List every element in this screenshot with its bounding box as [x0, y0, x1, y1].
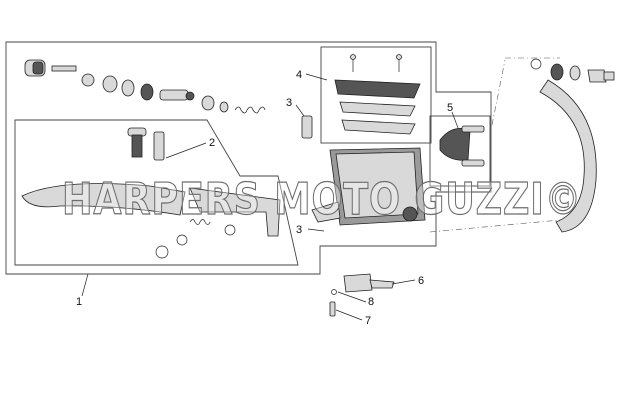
- lever-pivot-pin: [127, 127, 165, 161]
- master-cylinder-body: [311, 147, 426, 226]
- assembly-line-hose: [429, 57, 561, 233]
- frame-reservoir-cover: [320, 46, 432, 144]
- callout-4: 4: [296, 69, 302, 81]
- frame-handlebar-clamp: [429, 115, 491, 187]
- handlebar-clamp: [439, 125, 485, 167]
- callout-6: 6: [418, 275, 424, 287]
- bleed-screw: [301, 115, 313, 139]
- watermark: HARPERS MOTO GUZZI©: [62, 174, 582, 225]
- leader-lines: [81, 73, 459, 321]
- brake-light-switch: [329, 273, 395, 317]
- callout-3-body: 3: [296, 224, 302, 236]
- reservoir-cover: [334, 54, 421, 135]
- brake-hose: [530, 58, 615, 233]
- callout-1: 1: [76, 296, 82, 308]
- frame-main-assembly: [5, 41, 492, 275]
- lever-spring: [155, 219, 236, 259]
- callout-8: 8: [368, 296, 374, 308]
- frame-lever-assembly: [14, 119, 299, 266]
- callout-3-bleed-screw: 3: [286, 97, 292, 109]
- brake-lever: [21, 183, 281, 237]
- callout-2: 2: [209, 137, 215, 149]
- callout-5: 5: [447, 102, 453, 114]
- piston-seal-kit: [24, 59, 266, 114]
- callout-7: 7: [365, 315, 371, 327]
